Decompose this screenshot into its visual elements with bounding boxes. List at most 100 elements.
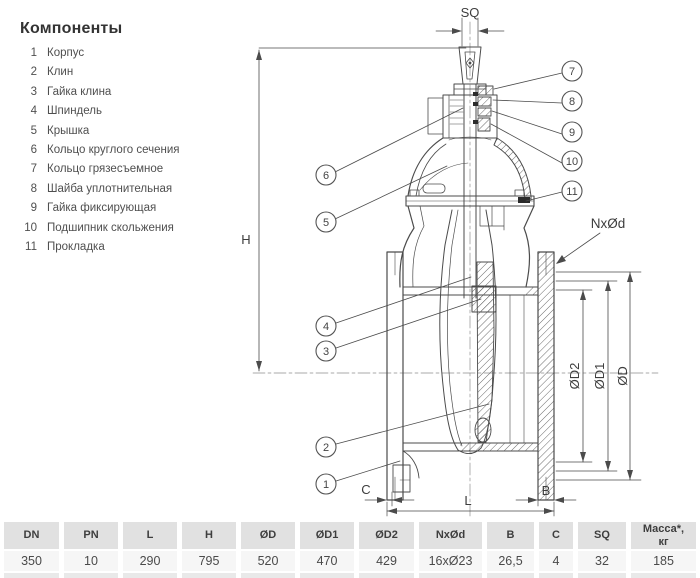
item-number: 2 (30, 66, 37, 79)
dim-label-sq: SQ (461, 5, 480, 20)
table-header-cell: Масса*, кг (631, 522, 696, 549)
svg-text:11: 11 (566, 186, 577, 198)
spec-table: DN PN L H ØD ØD1 ØD2 NxØd B C SQ Масса*,… (0, 522, 700, 578)
item-label: Гайка клина (47, 85, 112, 98)
table-header-cell: PN (64, 522, 118, 549)
svg-text:9: 9 (569, 127, 575, 139)
table-next-row-strip (300, 573, 354, 578)
table-value-cell: 290 (123, 551, 177, 571)
item-label: Шпиндель (47, 105, 102, 118)
item-number: 9 (30, 202, 37, 215)
table-value-cell: 32 (578, 551, 626, 571)
table-next-row-strip (359, 573, 414, 578)
callout-balloons: 1 2 3 4 5 6 7 8 9 10 11 (315, 60, 583, 495)
dim-label-l: L (464, 493, 471, 508)
item-number: 5 (30, 124, 37, 137)
svg-text:10: 10 (566, 156, 578, 168)
dim-H (256, 47, 467, 372)
dimension-labels: SQ H NxØd ØD2 ØD1 ØD L C B (241, 5, 630, 508)
list-item: 1 Корпус (20, 47, 235, 66)
table-header-cell: ØD1 (300, 522, 354, 549)
table-value-cell: 470 (300, 551, 354, 571)
item-number: 3 (30, 85, 37, 98)
item-number: 10 (24, 221, 37, 234)
valve-body-pipe (386, 251, 555, 501)
table-value-cell: 10 (64, 551, 118, 571)
dim-diameters (555, 271, 642, 481)
table-header-cell: DN (4, 522, 59, 549)
table-header-cell: ØD2 (359, 522, 414, 549)
item-label: Кольцо грязесъемное (47, 163, 164, 176)
item-number: 6 (30, 143, 37, 156)
valve-body-upper (399, 205, 535, 288)
callout-1: 1 (315, 473, 337, 495)
table-value-cell: 185 (631, 551, 696, 571)
callout-9: 9 (561, 121, 583, 143)
table-header-cell: ØD (241, 522, 295, 549)
svg-text:8: 8 (569, 96, 575, 108)
svg-text:7: 7 (569, 66, 575, 78)
callout-10: 10 (561, 150, 583, 172)
dim-label-h: H (241, 232, 250, 247)
item-number: 4 (30, 105, 37, 118)
table-value-cell: 4 (539, 551, 573, 571)
item-label: Крышка (47, 124, 90, 137)
dim-NxOd (556, 232, 601, 264)
dim-label-od: ØD (615, 366, 630, 386)
item-label: Шайба уплотнительная (47, 182, 173, 195)
list-item: 6 Кольцо круглого сечения (20, 144, 235, 163)
table-value-cell: 795 (182, 551, 236, 571)
callout-11: 11 (561, 180, 583, 202)
dim-label-c: C (361, 482, 370, 497)
wedge (439, 209, 497, 454)
table-next-row-strip (123, 573, 177, 578)
table-next-row-strip (487, 573, 534, 578)
list-item: 5 Крышка (20, 125, 235, 144)
dim-label-nxod: NxØd (591, 216, 626, 231)
svg-text:6: 6 (323, 170, 329, 182)
dim-label-od1: ØD1 (592, 363, 607, 390)
item-label: Гайка фиксирующая (47, 202, 157, 215)
centerlines (252, 21, 659, 517)
table-value-cell: 16xØ23 (419, 551, 482, 571)
item-number: 1 (30, 47, 37, 59)
table-header-cell: SQ (578, 522, 626, 549)
item-label: Кольцо круглого сечения (47, 143, 180, 156)
gate-valve-section-drawing: 1 2 3 4 5 6 7 8 9 10 11 SQ H NxØd ØD2 ØD… (241, 5, 659, 517)
dim-label-b: B (542, 483, 551, 498)
table-next-row-strip (64, 573, 118, 578)
item-label: Прокладка (47, 240, 105, 253)
dim-label-od2: ØD2 (567, 363, 582, 390)
table-next-row-strip (539, 573, 573, 578)
item-label: Корпус (47, 47, 85, 59)
item-label: Подшипник скольжения (47, 221, 174, 234)
table-header-cell: C (539, 522, 573, 549)
list-item: 4 Шпиндель (20, 105, 235, 124)
table-header-cell: B (487, 522, 534, 549)
table-value-cell: 26,5 (487, 551, 534, 571)
svg-text:2: 2 (323, 442, 329, 454)
svg-text:1: 1 (323, 479, 329, 491)
components-title: Компоненты (20, 20, 123, 37)
callout-5: 5 (315, 211, 337, 233)
table-value-cell: 520 (241, 551, 295, 571)
svg-text:4: 4 (323, 321, 329, 333)
callout-8: 8 (561, 90, 583, 112)
dim-LCB (364, 491, 577, 517)
list-item: 9 Гайка фиксирующая (20, 202, 235, 221)
table-next-row-strip (419, 573, 482, 578)
svg-text:5: 5 (323, 217, 329, 229)
table-value-cell: 429 (359, 551, 414, 571)
list-item: 10 Подшипник скольжения (20, 222, 235, 241)
table-value-cell: 350 (4, 551, 59, 571)
callout-6: 6 (315, 164, 337, 186)
table-next-row-strip (578, 573, 626, 578)
callout-7: 7 (561, 60, 583, 82)
list-item: 3 Гайка клина (20, 86, 235, 105)
callout-2: 2 (315, 436, 337, 458)
